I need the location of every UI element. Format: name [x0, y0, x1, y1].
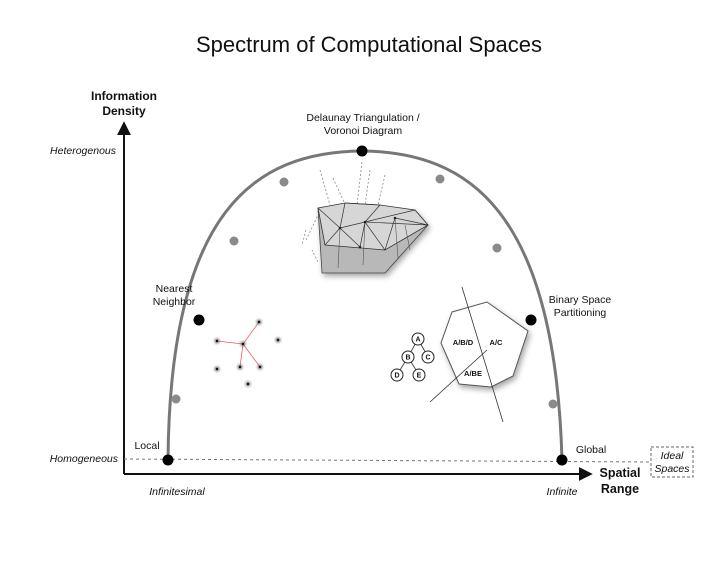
y-axis-title-line2: Density	[102, 104, 146, 118]
y-axis-top-label: Heterogenous	[50, 145, 117, 157]
x-axis-title-line1: Spatial	[600, 466, 641, 480]
point-nearest-neighbor	[193, 314, 205, 326]
label-delaunay-line2: Voronoi Diagram	[324, 125, 402, 137]
point-bsp	[525, 314, 537, 326]
x-axis-title-line2: Range	[601, 482, 639, 496]
ideal-spaces-line2: Spaces	[654, 463, 690, 475]
label-bsp-line1: Binary Space	[549, 294, 612, 306]
bsp-region-ac: A/C	[490, 338, 504, 347]
label-nearest-line1: Nearest	[156, 283, 193, 295]
label-nearest-line2: Neighbor	[153, 296, 196, 308]
spectrum-arc	[166, 149, 564, 461]
point-global	[556, 454, 568, 466]
ideal-spaces-box: Ideal Spaces	[650, 446, 694, 478]
label-bsp-line2: Partitioning	[554, 307, 607, 319]
y-axis-title-line1: Information	[91, 89, 157, 103]
tree-node-d: D	[394, 373, 399, 380]
point-local	[162, 454, 174, 466]
tree-node-e: E	[417, 373, 422, 380]
tree-node-c: C	[425, 355, 430, 362]
label-local: Local	[134, 440, 159, 452]
y-axis-bottom-label: Homogeneous	[50, 453, 119, 465]
x-axis-left-label: Infinitesimal	[149, 486, 205, 498]
tree-graphic: A B C D E	[390, 332, 435, 382]
x-axis: Spatial Range Infinitesimal Infinite	[124, 466, 641, 498]
diagram-title: Spectrum of Computational Spaces	[196, 32, 542, 57]
arc-major-points	[162, 145, 568, 466]
label-global: Global	[576, 444, 606, 456]
y-axis: Information Density Heterogenous Homogen…	[50, 89, 157, 474]
label-delaunay-line1: Delaunay Triangulation /	[306, 112, 419, 124]
homogeneous-dashed-line	[123, 458, 651, 463]
bsp-region-abd: A/B/D	[453, 338, 474, 347]
nearest-neighbor-graphic	[214, 319, 281, 387]
ideal-spaces-line1: Ideal	[661, 450, 684, 462]
bsp-graphic: A/B/D A/C A/BE	[429, 286, 529, 423]
delaunay-graphic	[301, 161, 429, 274]
tree-node-a: A	[415, 337, 420, 344]
point-delaunay	[356, 145, 368, 157]
tree-node-b: B	[405, 355, 410, 362]
x-axis-right-label: Infinite	[547, 486, 578, 498]
arc-minor-points	[171, 174, 558, 409]
bsp-region-abe: A/BE	[464, 369, 482, 378]
